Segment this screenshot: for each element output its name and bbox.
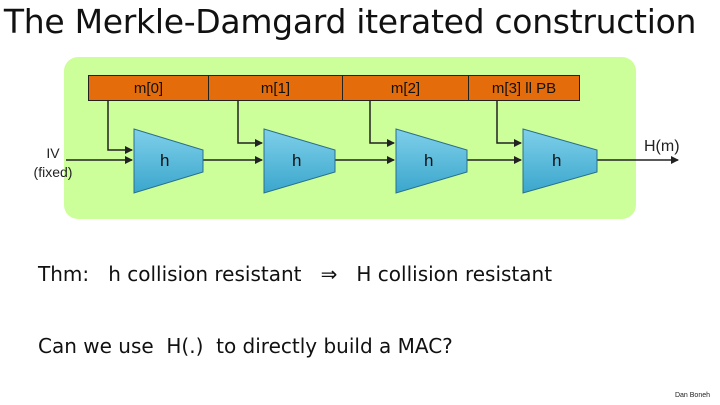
h-label-0: h	[160, 151, 170, 170]
compression-function-3	[522, 128, 598, 194]
theorem-premise: h collision resistant	[108, 262, 302, 286]
question-text: Can we use H(.) to directly build a MAC?	[38, 334, 453, 358]
theorem-prefix: Thm:	[38, 262, 90, 286]
message-block-0: m[0]	[89, 76, 209, 100]
message-block-3-padded: m[3] ll PB	[469, 76, 579, 100]
compression-function-2	[395, 128, 468, 194]
h-label-1: h	[292, 151, 302, 170]
theorem-conclusion: H collision resistant	[356, 262, 553, 286]
message-block-2: m[2]	[343, 76, 469, 100]
iv-label-name: IV	[46, 145, 60, 161]
compression-function-0	[133, 128, 204, 194]
theorem-line: Thm: h collision resistant ⇒ H collision…	[38, 262, 552, 286]
message-blocks: m[0] m[1] m[2] m[3] ll PB	[88, 75, 580, 101]
arrow-m3-to-h3	[496, 101, 522, 147]
author-credit: Dan Boneh	[674, 392, 710, 399]
slide-title: The Merkle-Damgard iterated construction	[3, 2, 697, 41]
iv-label: IV (fixed)	[18, 144, 88, 182]
iv-label-note: (fixed)	[33, 164, 73, 180]
output-label: H(m)	[644, 138, 680, 155]
implies-symbol: ⇒	[320, 262, 338, 286]
arrow-m0-to-h0	[107, 101, 133, 154]
h-label-2: h	[424, 151, 434, 170]
arrow-m2-to-h2	[369, 101, 395, 147]
message-block-1: m[1]	[209, 76, 343, 100]
h-label-3: h	[552, 151, 562, 170]
arrow-m1-to-h1	[237, 101, 263, 147]
compression-function-1	[263, 128, 336, 194]
